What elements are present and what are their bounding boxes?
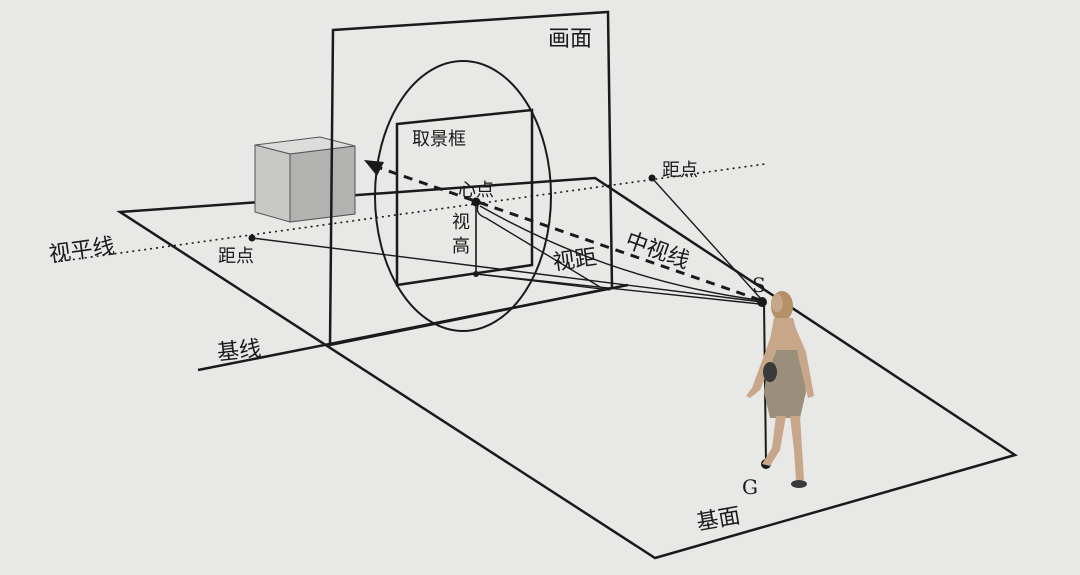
ground-line (197, 283, 629, 372)
right-distance-point-dot (648, 174, 656, 182)
label-ground-plane: 基面 (695, 504, 743, 536)
figure-right-leg (790, 416, 804, 480)
central-line-arrow-head (364, 160, 384, 176)
viewing-distance-arc (479, 205, 759, 301)
label-left-distance-point: 距点 (218, 246, 254, 267)
label-ground-line: 基线 (216, 337, 262, 366)
label-picture-plane: 画面 (548, 27, 592, 52)
viewfinder-frame (395, 108, 534, 287)
label-station-point: S (752, 273, 766, 297)
woman-figure (746, 291, 814, 488)
figure-left-arm (746, 322, 776, 398)
label-viewing-distance: 视距 (551, 245, 598, 276)
figure-left-leg (762, 416, 786, 466)
left-distance-point-dot (248, 234, 256, 242)
line-s-to-eye-height-foot (475, 273, 761, 305)
central-line-of-sight (379, 166, 761, 302)
viewing-distance-bracket (476, 205, 606, 291)
ground-plane (116, 176, 1018, 560)
cone-of-vision-circle (374, 60, 552, 332)
center-point-dot (471, 197, 481, 207)
label-viewfinder: 取景框 (412, 129, 466, 150)
figure-bag (763, 362, 777, 382)
label-horizon-line: 视平线 (47, 234, 116, 268)
line-s-to-right-distance-point (651, 177, 763, 301)
line-s-to-left-distance-point (251, 237, 763, 303)
station-ground-line (763, 301, 767, 465)
cube (254, 136, 356, 223)
eye-height-foot-dot (473, 271, 479, 277)
figure-face (771, 294, 783, 312)
label-ground-point: G (742, 475, 758, 499)
label-center-point: 心点 (458, 180, 494, 201)
figure-right-arm (794, 324, 814, 398)
cube-side (289, 145, 356, 223)
station-point-dot (757, 297, 767, 307)
sight-lines (251, 177, 763, 305)
label-eye-height: 视高 (452, 212, 470, 257)
label-right-distance-point: 距点 (662, 160, 698, 181)
cube-front (254, 144, 291, 223)
figure-shoe-right (791, 480, 807, 488)
